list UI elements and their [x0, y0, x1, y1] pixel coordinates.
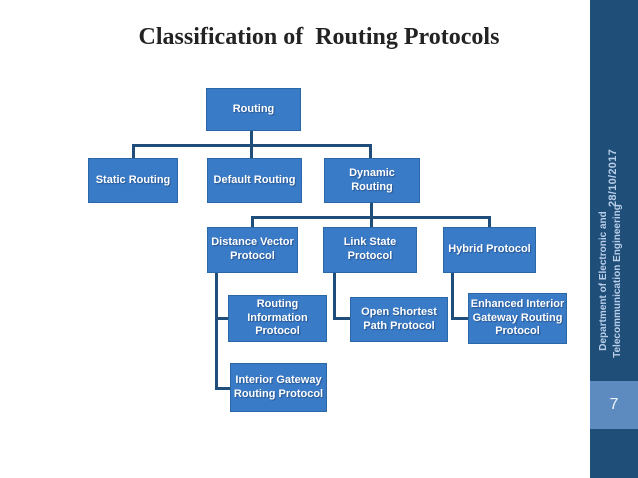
node-routing-information-protocol: Routing Information Protocol [228, 295, 327, 342]
connector-hybrid-down [451, 273, 454, 320]
connector-distance-vector-down [215, 273, 218, 390]
connector-to-distance-vector [251, 216, 254, 227]
connector-to-eigrp [451, 317, 469, 320]
sidebar-department: Department of Electronic and Telecommuni… [598, 204, 623, 358]
node-routing: Routing [206, 88, 301, 131]
slide-title: Classification of Routing Protocols [138, 24, 500, 50]
connector-to-ospf [333, 317, 351, 320]
node-link-state-protocol: Link State Protocol [323, 227, 417, 273]
connector-to-static-routing [132, 144, 135, 158]
node-interior-gateway-routing-protocol: Interior Gateway Routing Protocol [230, 363, 327, 412]
node-distance-vector-protocol: Distance Vector Protocol [207, 227, 298, 273]
connector-to-link-state [370, 216, 373, 227]
page-number-box: 7 [590, 381, 638, 429]
connector-to-rip [215, 317, 229, 320]
node-hybrid-protocol: Hybrid Protocol [443, 227, 536, 273]
node-static-routing: Static Routing [88, 158, 178, 203]
connector-to-hybrid [488, 216, 491, 227]
sidebar: 28/10/2017 Department of Electronic and … [590, 0, 638, 478]
connector-row2-horizontal [132, 144, 372, 147]
node-open-shortest-path-protocol: Open Shortest Path Protocol [350, 297, 448, 342]
page-number: 7 [609, 396, 619, 413]
node-enhanced-interior-gateway-routing-protocol: Enhanced Interior Gateway Routing Protoc… [468, 293, 567, 344]
connector-dynamic-down [370, 202, 373, 219]
connector-to-igrp [215, 387, 231, 390]
connector-to-dynamic-routing [369, 144, 372, 158]
connector-link-state-down [333, 273, 336, 320]
node-dynamic-routing: Dynamic Routing [324, 158, 420, 203]
sidebar-date: 28/10/2017 [607, 148, 619, 208]
node-default-routing: Default Routing [207, 158, 302, 203]
